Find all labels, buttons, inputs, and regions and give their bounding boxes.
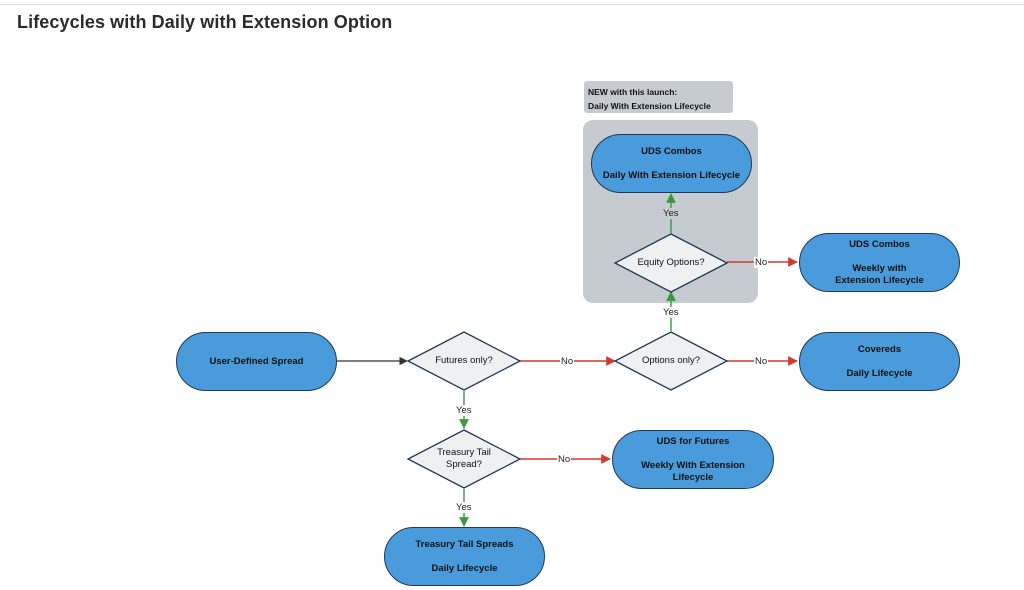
node-covereds-title: Covereds [857, 343, 902, 355]
node-covereds: Covereds Daily Lifecycle [799, 332, 960, 391]
edge-label-treasury-yes: Yes [455, 502, 473, 513]
decision-options-only-shape [613, 331, 729, 391]
node-uds-combos-daily-ext-subtitle: Daily With Extension Lifecycle [602, 169, 741, 181]
node-uds-for-futures-subtitle: Weekly With Extension Lifecycle [641, 459, 745, 483]
decision-equity-options-shape [613, 233, 729, 293]
top-divider [0, 4, 1024, 5]
page-title: Lifecycles with Daily with Extension Opt… [17, 12, 393, 32]
edge-label-options-yes: Yes [662, 307, 680, 318]
edge-label-treasury-no: No [557, 454, 572, 465]
node-uds-combos-weekly-ext-subtitle: Weekly with Extension Lifecycle [835, 262, 924, 286]
edge-label-equity-yes: Yes [662, 208, 680, 219]
decision-treasury-tail: Treasury Tail Spread? [437, 447, 491, 470]
edge-label-options-no: No [754, 356, 769, 367]
node-uds-combos-daily-ext-title: UDS Combos [641, 145, 702, 157]
node-covereds-subtitle: Daily Lifecycle [846, 367, 913, 379]
new-launch-callout: NEW with this launch: Daily With Extensi… [584, 81, 733, 113]
node-uds-for-futures-title: UDS for Futures [656, 435, 730, 447]
node-uds-combos-weekly-ext-title: UDS Combos [849, 238, 910, 250]
node-uds-combos-daily-ext: UDS Combos Daily With Extension Lifecycl… [591, 134, 752, 193]
node-treasury-tail-spreads: Treasury Tail Spreads Daily Lifecycle [384, 527, 545, 586]
decision-equity-options: Equity Options? [637, 257, 705, 268]
callout-line-2: Daily With Extension Lifecycle [588, 101, 711, 111]
decision-treasury-tail-shape [406, 429, 522, 489]
edge-label-equity-no: No [754, 257, 769, 268]
edge-label-futures-no: No [560, 356, 575, 367]
decision-futures-only-shape [406, 331, 522, 391]
edge-label-futures-yes: Yes [455, 405, 473, 416]
decision-futures-only: Futures only? [435, 355, 493, 366]
node-uds-combos-weekly-ext: UDS Combos Weekly with Extension Lifecyc… [799, 233, 960, 292]
node-user-defined-spread: User-Defined Spread [176, 332, 337, 391]
node-treasury-tail-spreads-title: Treasury Tail Spreads [415, 538, 514, 550]
decision-options-only: Options only? [641, 355, 701, 366]
node-treasury-tail-spreads-subtitle: Daily Lifecycle [431, 562, 498, 574]
callout-line-1: NEW with this launch: [588, 87, 678, 97]
node-user-defined-spread-label: User-Defined Spread [209, 355, 304, 367]
node-uds-for-futures: UDS for Futures Weekly With Extension Li… [612, 430, 774, 489]
